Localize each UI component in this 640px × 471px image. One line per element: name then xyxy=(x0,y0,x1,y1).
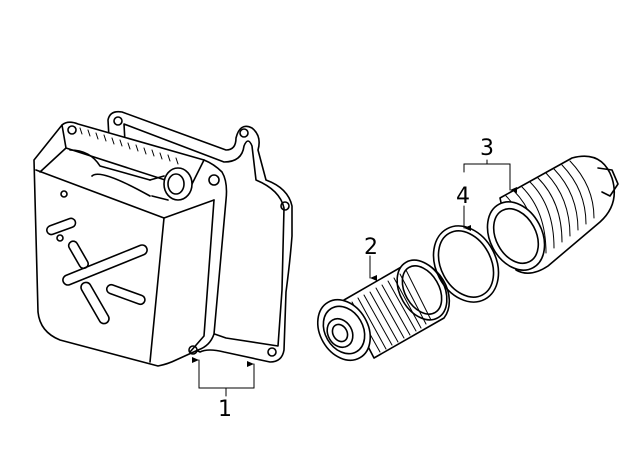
pan-rib xyxy=(46,217,77,236)
gasket-bolt-hole xyxy=(267,347,277,357)
gasket-bolt-hole xyxy=(280,201,290,211)
gasket-bolt-hole xyxy=(113,116,123,126)
gasket-bolt-hole xyxy=(239,128,249,138)
oil-pan-assembly xyxy=(33,110,293,367)
callout-3: 3 xyxy=(480,136,494,161)
filter-element xyxy=(316,259,451,361)
callout-1: 1 xyxy=(218,397,232,422)
filter-housing-cap xyxy=(486,155,619,274)
pan-gasket-inner xyxy=(123,123,285,347)
callout-2: 2 xyxy=(364,235,378,260)
pan-flange xyxy=(61,124,205,189)
pan-bolt-hole xyxy=(67,125,77,135)
callout-labels: 1 2 3 4 xyxy=(218,136,494,422)
housing-cap-hex xyxy=(597,167,619,197)
pan-body xyxy=(33,121,228,367)
housing-cap-open-end xyxy=(486,201,546,271)
pan-bolt-hole xyxy=(208,174,220,186)
callout-leaders xyxy=(192,159,517,397)
pan-rib xyxy=(80,281,110,325)
pan-flange-ribs xyxy=(79,127,179,165)
callout-4: 4 xyxy=(456,184,470,209)
pan-rib xyxy=(105,283,146,306)
o-ring xyxy=(432,225,500,303)
pan-rib xyxy=(62,244,148,286)
pan-bolt-hole xyxy=(188,345,198,355)
filter-pleats xyxy=(351,269,432,353)
